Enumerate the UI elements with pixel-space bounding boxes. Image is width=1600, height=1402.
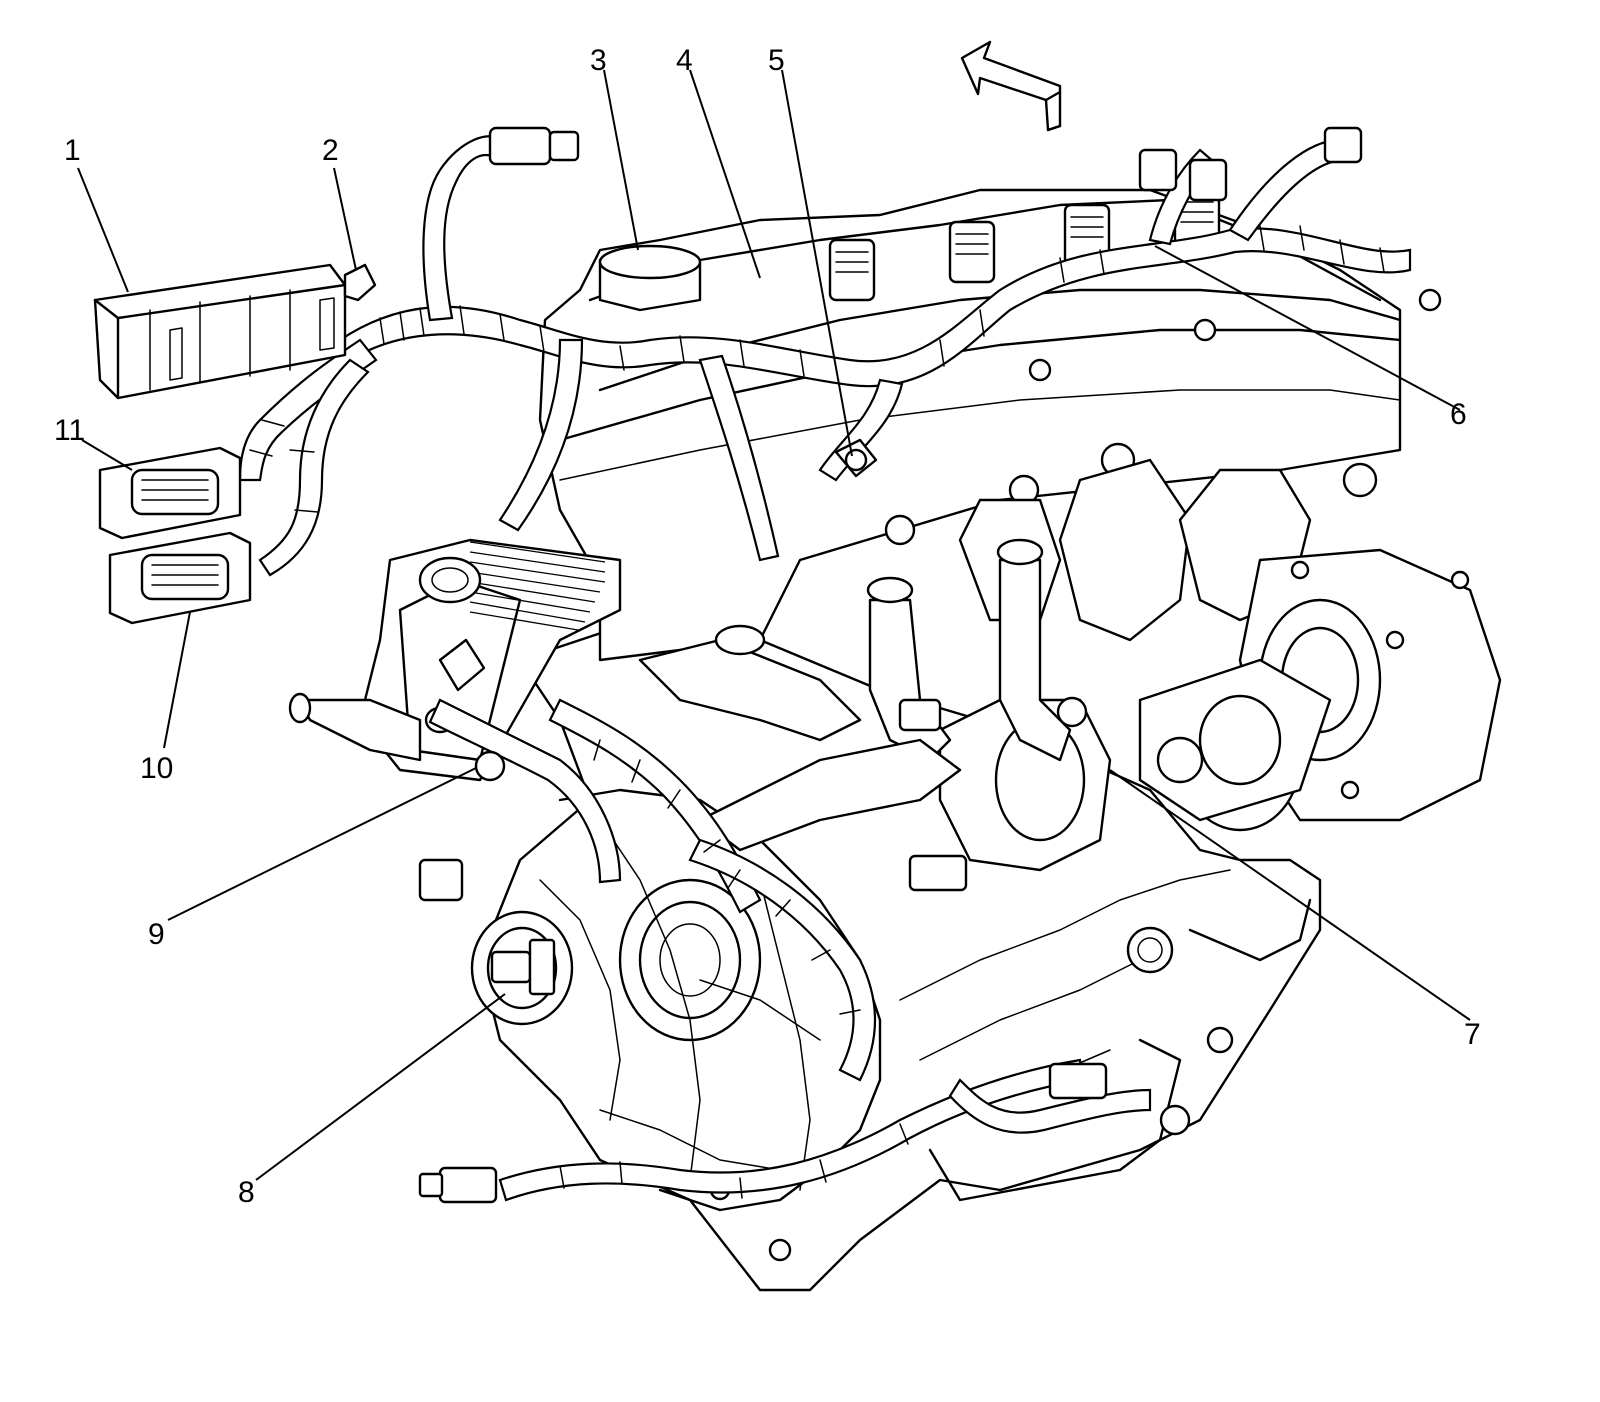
callout-6: 6 bbox=[1450, 398, 1467, 431]
ecm-connector-lower bbox=[108, 531, 252, 625]
callout-labels: 1 2 3 4 5 6 7 8 9 10 11 bbox=[54, 44, 1481, 1209]
callout-8: 8 bbox=[238, 1176, 255, 1209]
ignition-coils bbox=[828, 188, 1221, 302]
engine-control-module bbox=[93, 263, 377, 400]
leader-lines bbox=[77, 69, 1471, 1181]
callout-10: 10 bbox=[140, 752, 173, 785]
callout-7: 7 bbox=[1464, 1018, 1481, 1051]
engine-wiring-harness bbox=[238, 126, 1412, 1204]
front-direction-arrow-icon bbox=[960, 40, 1062, 132]
callout-3: 3 bbox=[590, 44, 607, 77]
callout-11: 11 bbox=[54, 414, 85, 447]
callout-2: 2 bbox=[322, 134, 339, 167]
engine-block bbox=[470, 618, 1322, 1292]
callout-5: 5 bbox=[768, 44, 785, 77]
callout-4: 4 bbox=[676, 44, 693, 77]
ecm-connector-upper bbox=[98, 446, 242, 540]
coolant-outlet bbox=[938, 696, 1112, 872]
callout-9: 9 bbox=[148, 918, 165, 951]
turbocharger bbox=[1138, 548, 1502, 832]
callout-1: 1 bbox=[64, 134, 81, 167]
